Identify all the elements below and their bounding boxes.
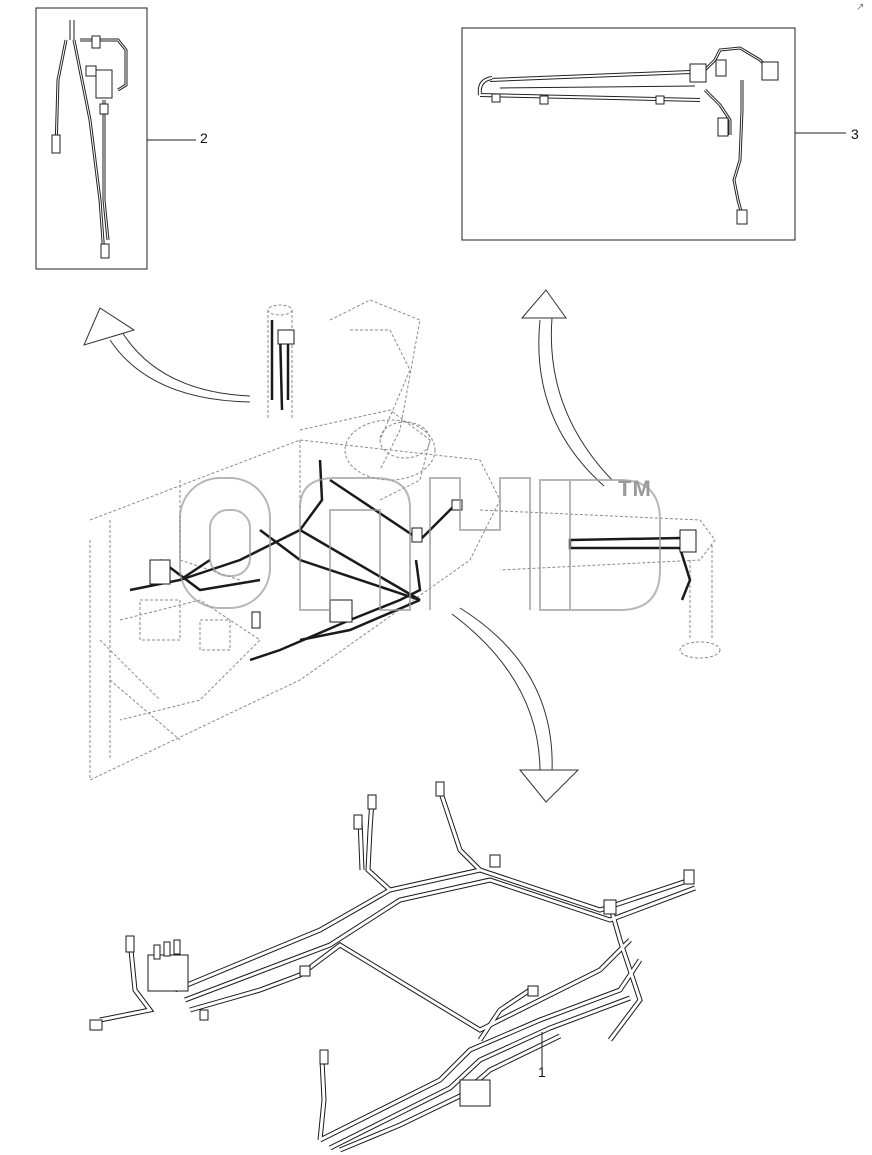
- arrow-to-detail-1: [451, 607, 580, 803]
- detail-box-3: [461, 27, 846, 241]
- callout-label-1: 1: [538, 1064, 546, 1080]
- callout-label-3: 3: [851, 126, 859, 142]
- machine-fittings: [149, 329, 697, 629]
- corner-mark: ↗: [856, 2, 864, 13]
- hose-assembly-1: [99, 789, 696, 1153]
- arrow-to-detail-2: [83, 307, 251, 403]
- arrow-to-detail-3: [520, 289, 613, 487]
- callout-label-2: 2: [200, 130, 208, 146]
- trademark-mark: TM: [618, 476, 652, 501]
- machine-ghost-outline: [89, 299, 721, 781]
- cnh-watermark: [179, 477, 661, 611]
- assembly-1-fittings: [89, 781, 695, 1107]
- detail-box-2: [35, 7, 196, 270]
